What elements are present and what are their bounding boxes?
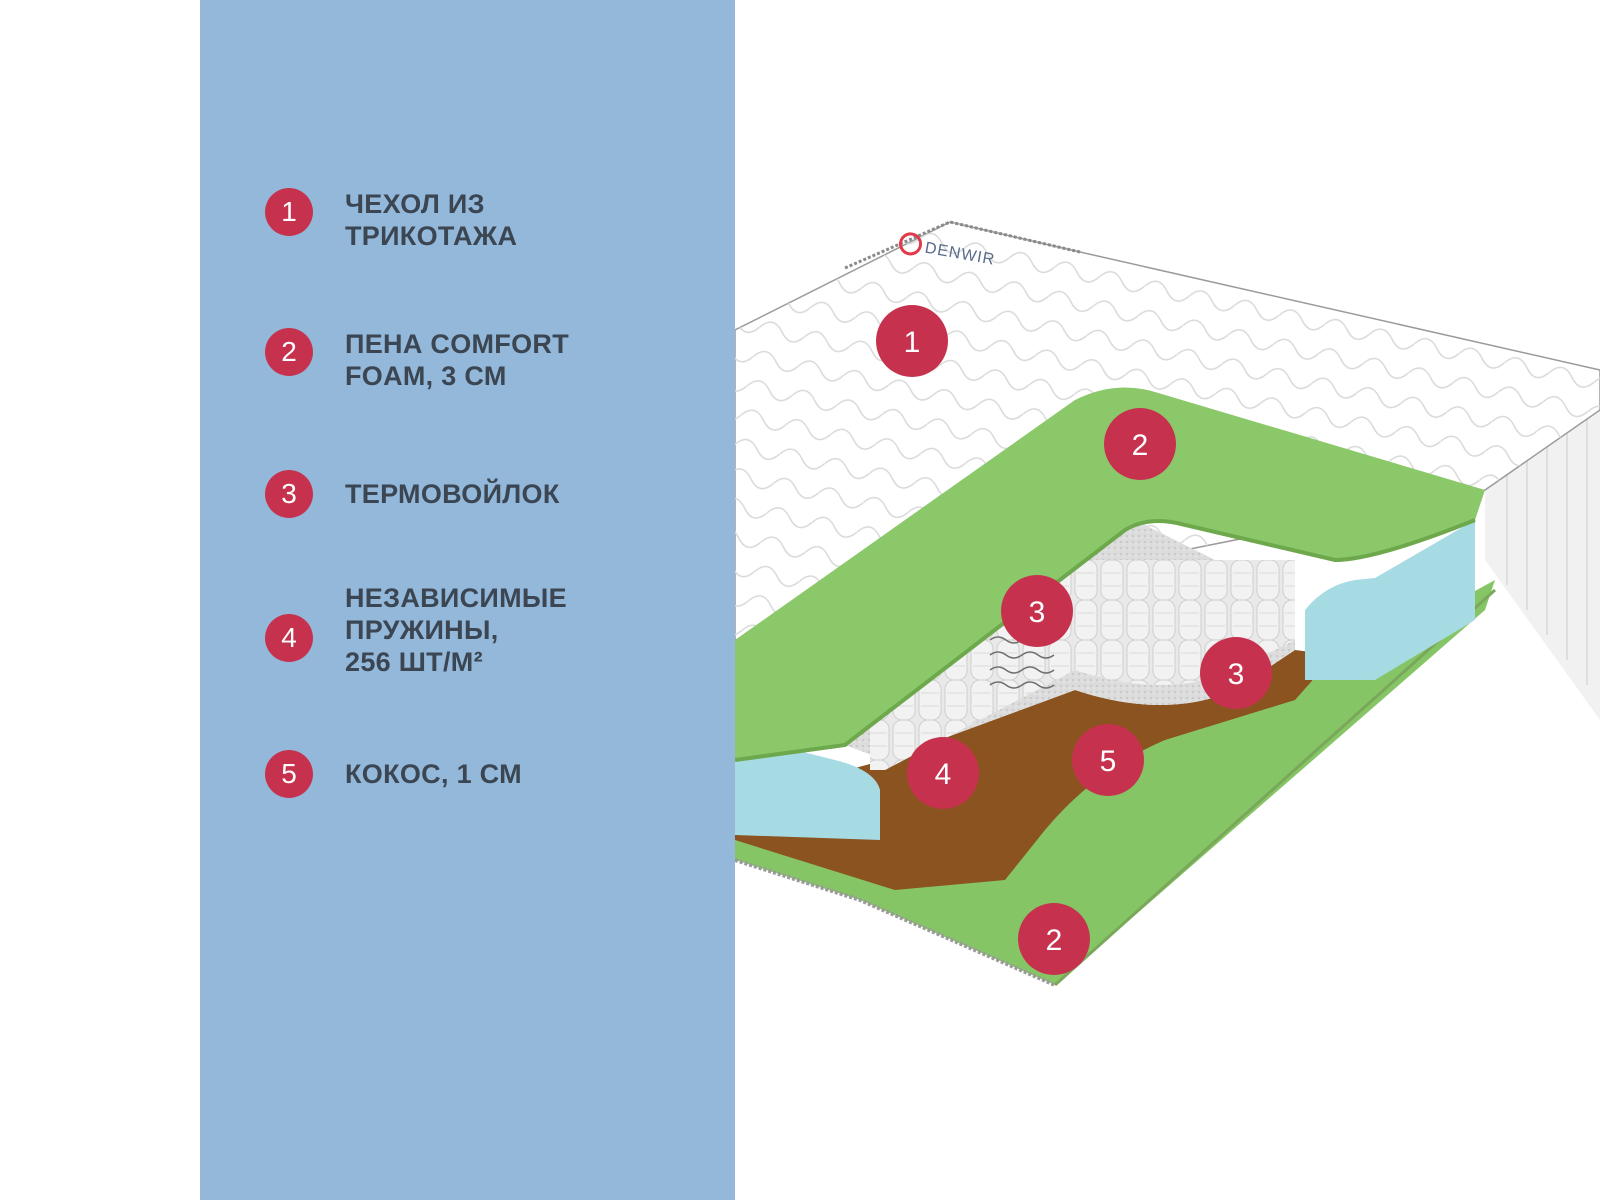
svg-text:3: 3 — [1029, 596, 1046, 629]
marker-2-top: 2 — [1104, 408, 1176, 480]
legend-label: КОКОС, 1 СМ — [345, 759, 522, 789]
svg-text:2: 2 — [1046, 924, 1063, 957]
legend-label: ТЕРМОВОЙЛОК — [345, 479, 560, 509]
svg-text:4: 4 — [935, 758, 952, 791]
legend-item-springs: 4 НЕЗАВИСИМЫЕ ПРУЖИНЫ, 256 ШТ/М² — [265, 582, 567, 678]
legend-badge: 4 — [265, 614, 313, 662]
svg-text:2: 2 — [1132, 429, 1149, 462]
legend-item-coconut: 5 КОКОС, 1 СМ — [265, 750, 522, 798]
svg-text:1: 1 — [904, 326, 921, 359]
mattress-illustration: DENWIR — [735, 0, 1600, 1200]
legend-item-cover: 1 ЧЕХОЛ ИЗ ТРИКОТАЖА — [265, 188, 517, 252]
legend-label: ПЕНА COMFORT FOAM, 3 СМ — [345, 329, 569, 391]
mattress-cutaway-icon: DENWIR — [735, 220, 1600, 987]
marker-2-bottom: 2 — [1018, 903, 1090, 975]
marker-4: 4 — [907, 737, 979, 809]
svg-text:3: 3 — [1228, 658, 1245, 691]
marker-3-left: 3 — [1001, 575, 1073, 647]
legend-label: НЕЗАВИСИМЫЕ ПРУЖИНЫ, 256 ШТ/М² — [345, 583, 567, 677]
svg-text:5: 5 — [1100, 745, 1117, 778]
legend-item-comfort-foam: 2 ПЕНА COMFORT FOAM, 3 СМ — [265, 328, 569, 392]
marker-3-right: 3 — [1200, 637, 1272, 709]
legend-badge: 2 — [265, 328, 313, 376]
legend-item-thermo-felt: 3 ТЕРМОВОЙЛОК — [265, 470, 560, 518]
marker-5: 5 — [1072, 724, 1144, 796]
legend-badge: 5 — [265, 750, 313, 798]
legend-badge: 3 — [265, 470, 313, 518]
legend-badge: 1 — [265, 188, 313, 236]
legend-label: ЧЕХОЛ ИЗ ТРИКОТАЖА — [345, 189, 518, 251]
marker-1: 1 — [876, 305, 948, 377]
brand-logo-icon — [899, 232, 923, 256]
